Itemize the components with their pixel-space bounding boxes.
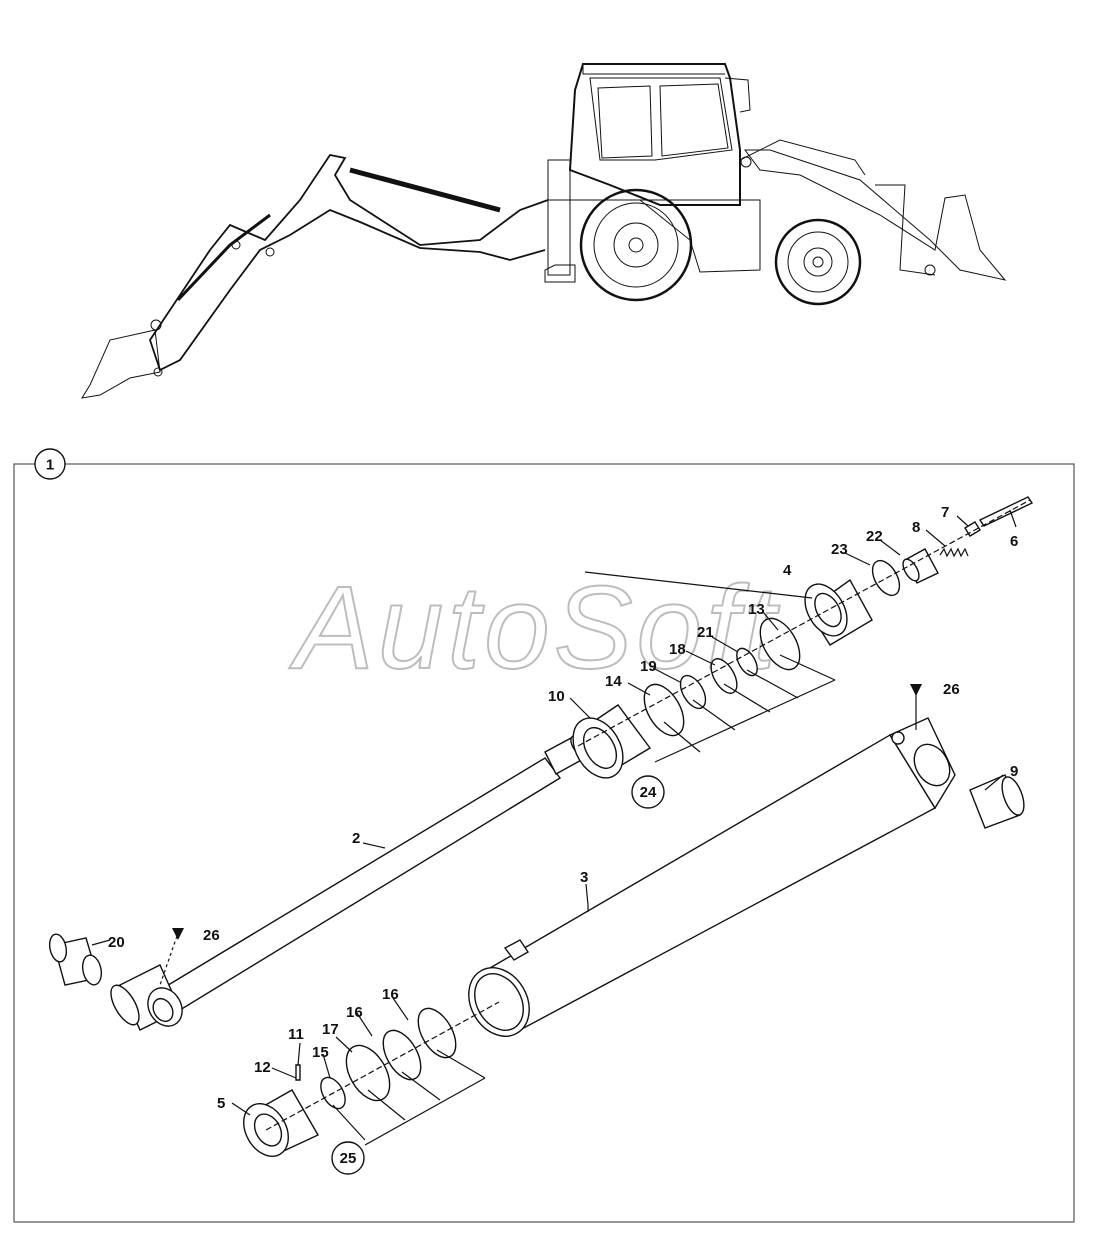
callout-23: 23 [831,541,848,558]
callout-12: 12 [254,1059,271,1076]
frame-label: 1 [46,457,54,474]
callout-19: 19 [640,658,657,675]
callout-20: 20 [108,934,125,951]
sleeve-22 [902,548,939,584]
callout-7: 7 [941,504,949,521]
bush-20 [48,933,103,986]
cylinder-head-4 [804,578,873,646]
bush-9 [969,774,1025,829]
callout-6: 6 [1010,533,1018,550]
callout-4: 4 [783,562,792,579]
ring-16b [417,1007,457,1059]
callout-10: 10 [548,688,565,705]
callout-18: 18 [669,641,686,658]
rod-eye [110,964,183,1031]
callout-9: 9 [1010,763,1018,780]
group-bracket-25 [332,1049,486,1146]
snap-ring-23 [871,559,901,597]
watermark-text: AutoSoft [289,562,780,694]
group-bracket-24 [654,654,836,763]
gland-10 [572,704,652,779]
callout-14: 14 [605,673,622,690]
callout-21: 21 [697,624,714,641]
callout-3: 3 [580,869,588,886]
callout-11: 11 [288,1026,304,1043]
marker-26-a [172,928,184,940]
callout-5: 5 [217,1095,225,1112]
callout-2: 2 [352,830,360,847]
callout-22: 22 [866,528,883,545]
marker-26-b [910,684,922,696]
frame-label-circle [34,448,66,480]
callout-26a: 26 [203,927,220,944]
callout-16b: 16 [382,986,399,1003]
callout-8: 8 [912,519,920,536]
piston-5 [243,1089,319,1157]
ring-19 [679,674,707,710]
ring-18 [710,658,738,694]
callout-15: 15 [312,1044,329,1061]
callout-13: 13 [748,601,765,618]
detail-frame [13,463,1075,1223]
ring-13 [759,617,801,671]
callout-26b: 26 [943,681,960,698]
screw-11 [295,1064,301,1081]
callout-24: 24 [640,784,657,801]
ring-21 [736,647,758,677]
callout-25: 25 [340,1150,357,1167]
ring-17 [345,1044,391,1102]
backhoe-loader-illustration [80,63,1007,399]
pin-6 [978,496,1034,527]
callout-17: 17 [322,1021,339,1038]
callout-16a: 16 [346,1004,363,1021]
spring-8 [939,547,969,558]
